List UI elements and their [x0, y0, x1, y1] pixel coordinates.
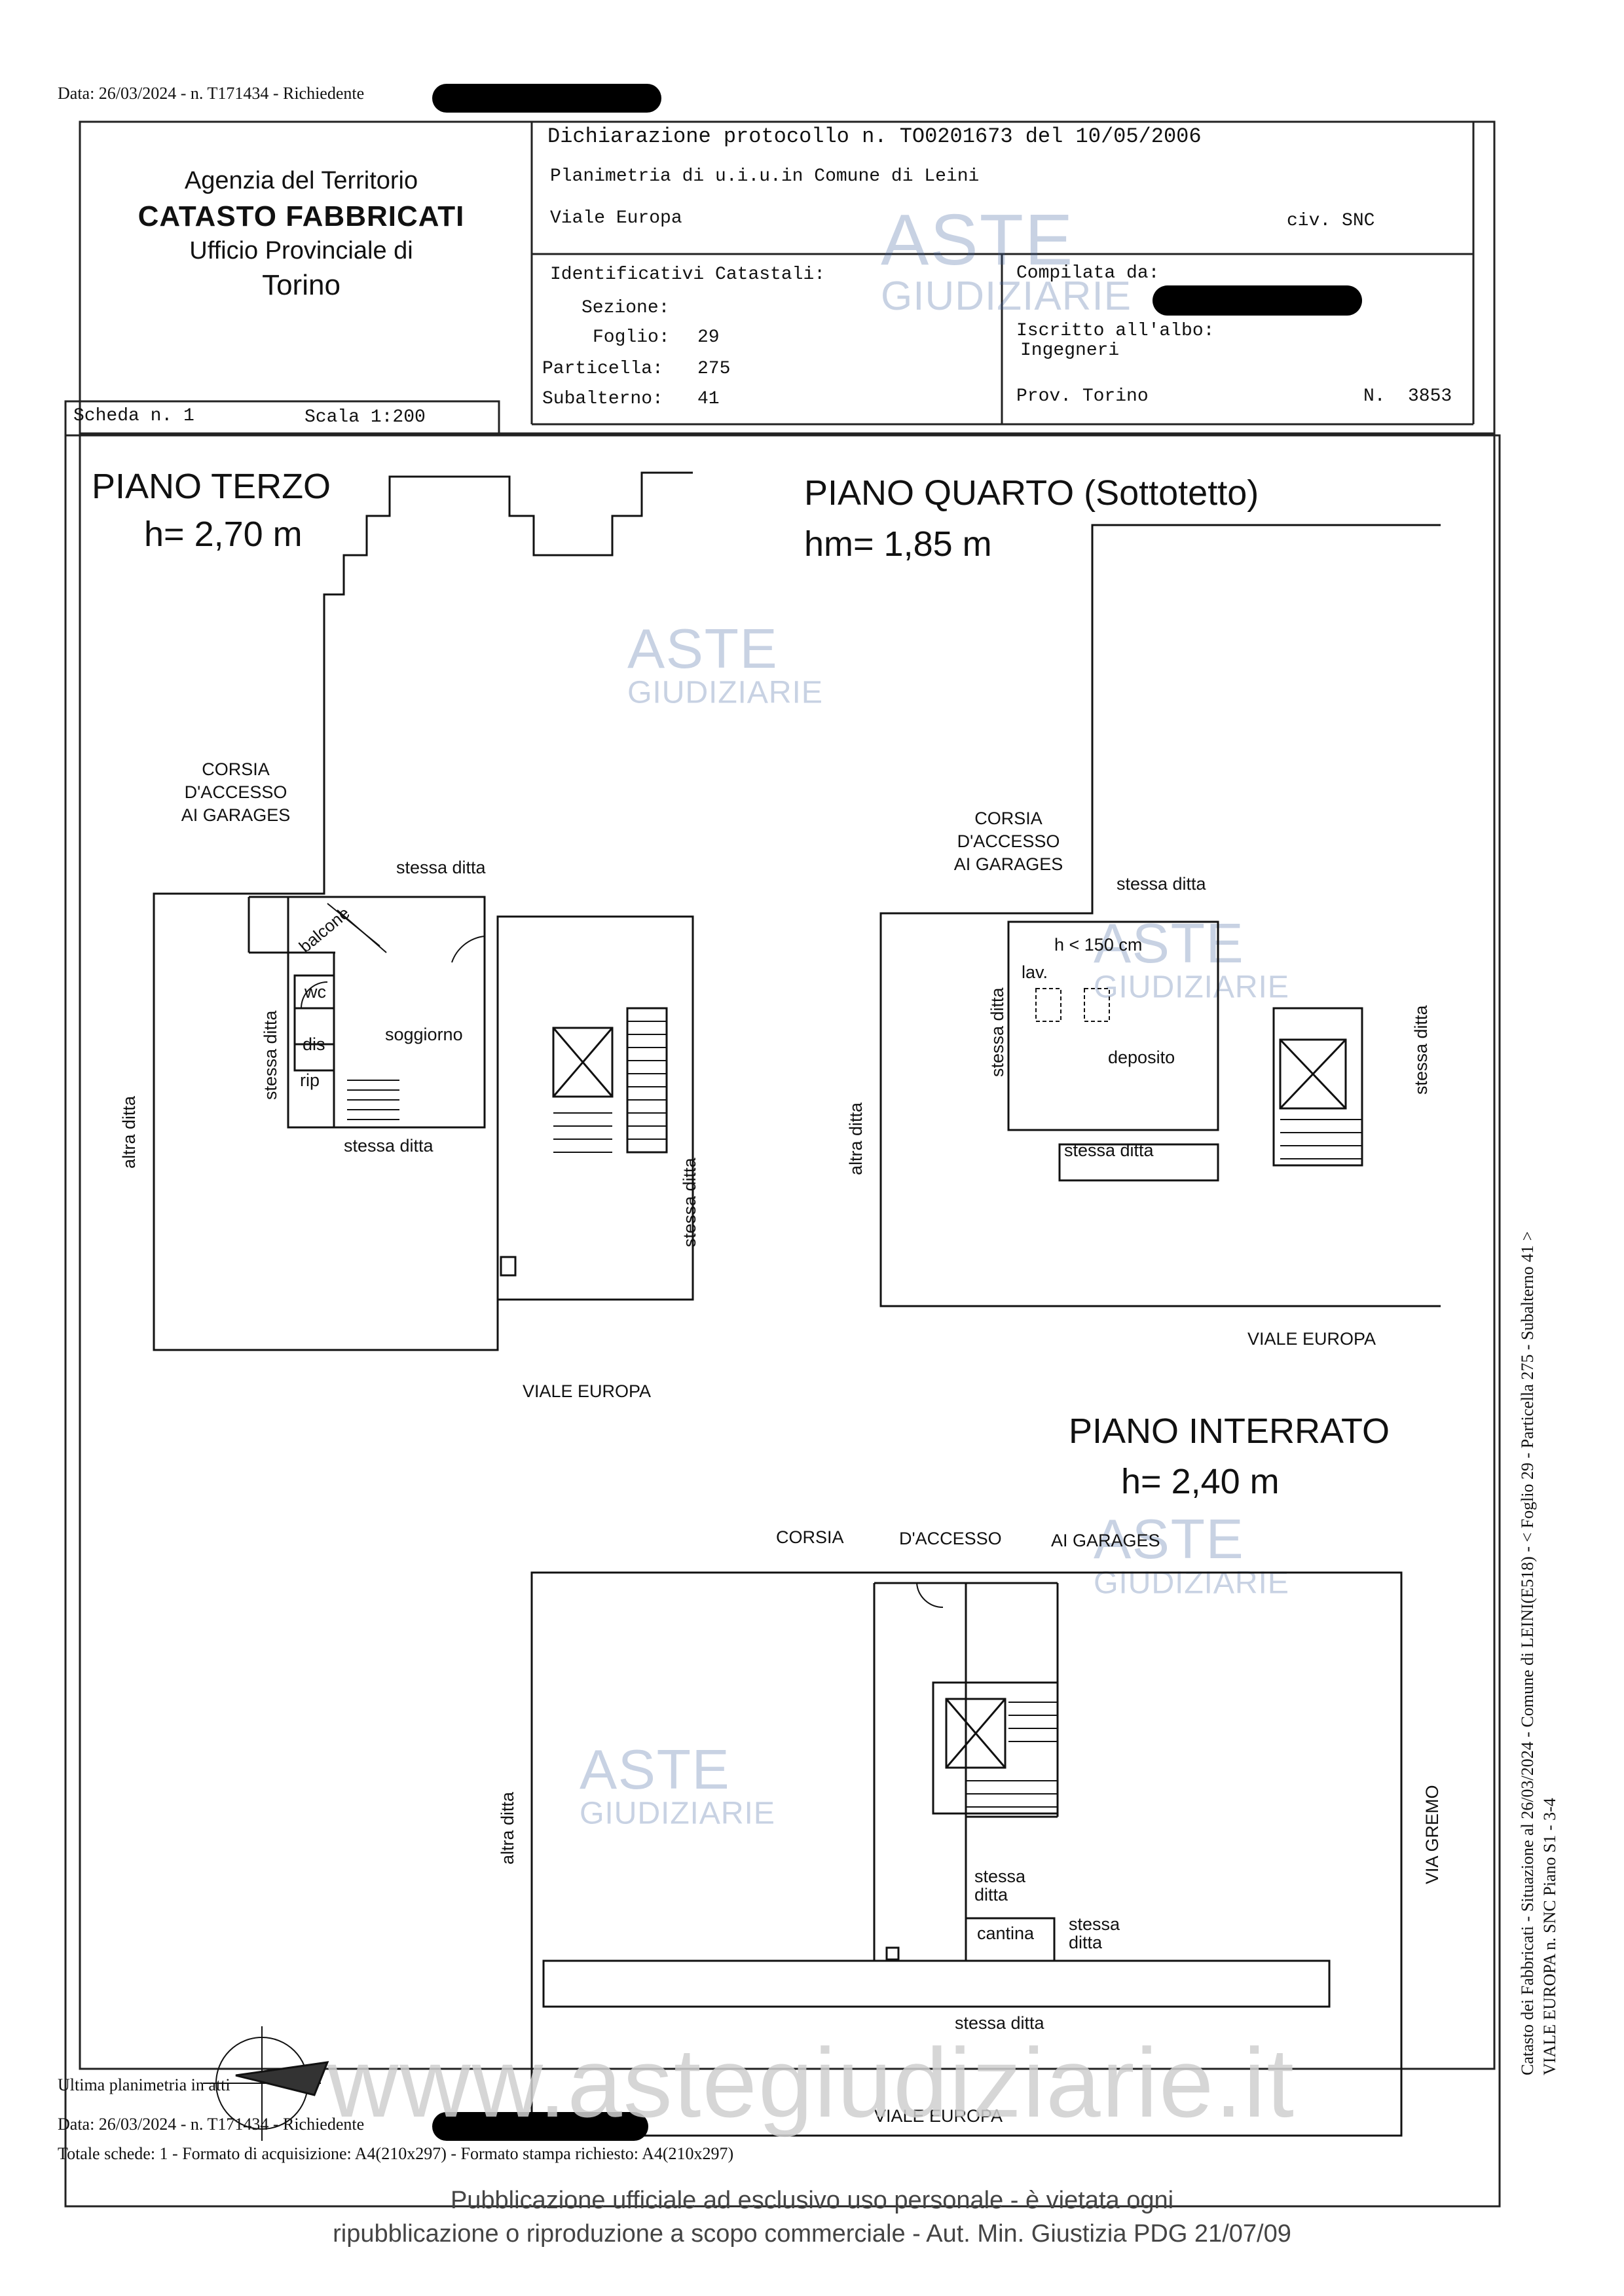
interrato-outline [530, 1571, 1403, 2137]
interrato-corsia: CORSIA [776, 1527, 844, 1547]
iscritto-label: Iscritto all'albo: [1016, 321, 1215, 341]
quarto-height: hm= 1,85 m [804, 524, 992, 564]
quarto-h150: h < 150 cm [1054, 935, 1143, 955]
quarto-lav: lav. [1022, 962, 1048, 982]
ultima-planimetria: Ultima planimetria in atti [58, 2075, 231, 2094]
interrato-ai-garages: AI GARAGES [1051, 1531, 1160, 1550]
terzo-apartment [287, 896, 486, 1129]
terzo-height: h= 2,70 m [144, 515, 303, 554]
interrato-cantina: cantina [977, 1923, 1035, 1943]
website-watermark: www.astegiudiziarie.it [327, 2028, 1295, 2138]
redacted-requester-footer [432, 2112, 648, 2141]
planimetria-line: Planimetria di u.i.u.in Comune di Leini [550, 166, 980, 187]
publication-line-2: ripubblicazione o riproduzione a scopo c… [333, 2220, 1291, 2248]
interrato-height: h= 2,40 m [1121, 1462, 1280, 1501]
terzo-rip: rip [300, 1070, 320, 1090]
interrato-street: VIALE EUROPA [874, 2106, 1003, 2126]
side-note-line1: Catasto dei Fabbricati - Situazione al 2… [1518, 1231, 1537, 2075]
address-line: Viale Europa [550, 208, 682, 228]
terzo-soggiorno: soggiorno [385, 1025, 463, 1044]
interrato-daccesso: D'ACCESSO [899, 1529, 1002, 1548]
terzo-street: VIALE EUROPA [523, 1381, 652, 1401]
quarto-stessa-bottom: stessa ditta [1064, 1140, 1154, 1160]
quarto-deposito: deposito [1108, 1048, 1175, 1067]
scheda-number: Scheda n. 1 [73, 406, 194, 426]
albo-value: Ingegneri [1020, 340, 1120, 361]
side-note-line2: VIALE EUROPA n. SNC Piano S1 - 3-4 [1540, 1798, 1559, 2075]
quarto-stessa-top: stessa ditta [1116, 874, 1206, 894]
office-block: Agenzia del Territorio CATASTO FABBRICAT… [92, 167, 511, 302]
redacted-requester [432, 84, 661, 113]
compilata-label: Compilata da: [1016, 263, 1160, 283]
footer-schede: Totale schede: 1 - Formato di acquisizio… [58, 2144, 734, 2163]
redacted-compiler [1153, 285, 1362, 316]
terzo-stessa-right: stessa ditta [680, 1157, 699, 1247]
civ-line: civ. SNC [1287, 211, 1375, 231]
quarto-deposito [1007, 920, 1219, 1131]
foglio-label: Foglio: [593, 327, 670, 348]
particella-label: Particella: [542, 359, 663, 379]
prov-label: Prov. Torino [1016, 386, 1149, 407]
terzo-stessa-bottom: stessa ditta [344, 1136, 434, 1156]
quarto-street: VIALE EUROPA [1247, 1329, 1376, 1349]
via-gremo: VIA GREMO [1422, 1785, 1442, 1884]
quarto-building-outline [879, 524, 1441, 1307]
publication-line-1: Pubblicazione ufficiale ad esclusivo uso… [450, 2187, 1174, 2214]
agency-name: Agenzia del Territorio [184, 167, 418, 194]
quarto-altra-ditta: altra ditta [846, 1102, 866, 1175]
sezione-label: Sezione: [581, 298, 670, 318]
terzo-stessa-left: stessa ditta [261, 1010, 280, 1100]
quarto-title: PIANO QUARTO (Sottotetto) [804, 473, 1259, 513]
interrato-stessa-bottom: stessa ditta [955, 2013, 1044, 2033]
terzo-dis: dis [303, 1034, 325, 1054]
interrato-title: PIANO INTERRATO [1069, 1412, 1390, 1451]
catasto-title: CATASTO FABBRICATI [138, 200, 465, 232]
foglio-value: 29 [697, 327, 720, 348]
n-value: 3853 [1408, 386, 1452, 407]
interrato-altra-ditta: altra ditta [498, 1791, 517, 1865]
quarto-stessa-left: stessa ditta [987, 987, 1007, 1077]
subalterno-value: 41 [697, 389, 720, 409]
interrato-cantina [965, 1917, 1056, 1962]
ufficio-line: Ufficio Provinciale di [189, 237, 413, 264]
terzo-wc: wc [304, 982, 326, 1002]
footer-request-line: Data: 26/03/2024 - n. T171434 - Richiede… [58, 2115, 365, 2134]
identifiers-title: Identificativi Catastali: [550, 264, 826, 285]
terzo-stessa-top: stessa ditta [396, 858, 486, 877]
header-request-line: Data: 26/03/2024 - n. T171434 - Richiede… [58, 84, 365, 103]
n-label: N. [1363, 386, 1386, 407]
terzo-building-outline [153, 471, 693, 1351]
publication-notice: Pubblicazione ufficiale ad esclusivo uso… [0, 2187, 1624, 2248]
terzo-altra-ditta: altra ditta [119, 1095, 139, 1169]
city-name: Torino [262, 269, 341, 301]
particella-value: 275 [697, 359, 731, 379]
terzo-title: PIANO TERZO [92, 467, 331, 506]
subalterno-label: Subalterno: [542, 389, 663, 409]
quarto-stessa-right: stessa ditta [1411, 1005, 1431, 1095]
protocol-line: Dichiarazione protocollo n. TO0201673 de… [547, 124, 1202, 149]
scale-label: Scala 1:200 [304, 407, 426, 428]
